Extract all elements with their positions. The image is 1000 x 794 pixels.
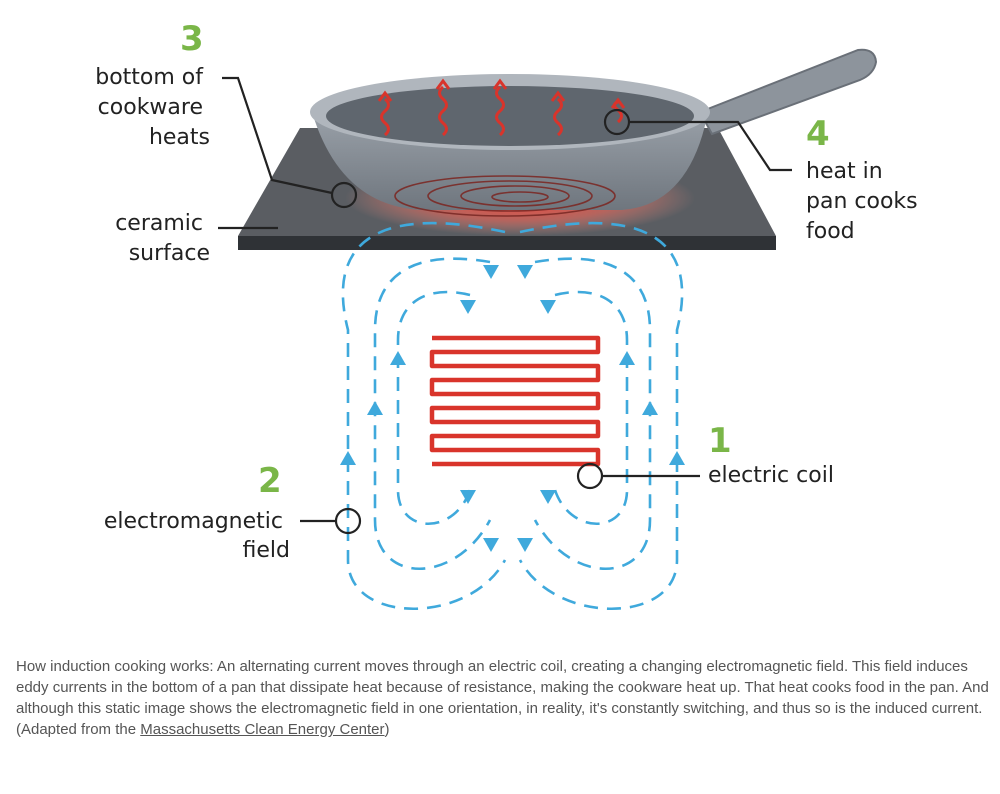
field-arrow-up [669,451,685,465]
field-loop-left-outer [341,221,507,610]
heat-wave-1 [377,90,393,137]
source-link[interactable]: Massachusetts Clean Energy Center [140,721,385,738]
figure-caption: How induction cooking works: An alternat… [16,656,991,740]
field-arrow-down [483,538,499,552]
field-arrow-down [460,490,476,504]
heat-in-pan-label: heat in pan cooks food [806,159,925,244]
heat-wave-3 [492,78,508,137]
electric-coil [429,335,601,467]
heat-wave-4 [550,90,566,137]
heat-wave-2 [435,78,451,137]
step-3-number: 3 [180,19,204,59]
caption-source-prefix: (Adapted from the [16,721,141,738]
bottom-of-cookware-label: bottom of cookware heats [95,65,210,150]
eddy-current-spiral [394,175,616,217]
field-arrow-up [619,351,635,365]
induction-cooking-diagram: 3 bottom of cookware heats ceramic surfa… [95,19,925,610]
caption-source-suffix: ) [384,721,390,738]
field-loop-left-inner [396,290,472,525]
frying-pan [310,48,878,210]
step-1-number: 1 [708,421,732,461]
callout-leaders [218,76,792,535]
heat-wave-arrows [377,78,626,137]
field-arrow-down [540,490,556,504]
field-arrow-down [460,300,476,314]
field-loop-right-outer [518,221,684,610]
field-arrow-up [340,451,356,465]
electromagnetic-field-lines [341,221,684,610]
step-4-number: 4 [806,114,830,154]
field-loop-right-mid [533,257,652,570]
field-arrow-down [517,538,533,552]
field-loop-right-inner [553,290,629,525]
field-loop-left-mid [373,257,492,570]
ceramic-surface-label: ceramic surface [115,211,210,266]
step-2-number: 2 [258,461,282,501]
field-arrow-up [642,401,658,415]
field-arrow-up [367,401,383,415]
electromagnetic-field-label: electromagnetic field [104,509,290,563]
field-arrow-down [540,300,556,314]
caption-text: How induction cooking works: An alternat… [16,658,989,717]
field-direction-arrows [340,265,685,552]
electric-coil-label: electric coil [708,463,834,488]
field-arrow-up [390,351,406,365]
callout-circle-3 [330,181,358,209]
callout-circle-1 [576,462,604,490]
field-arrow-down [517,265,533,279]
field-arrow-down [483,265,499,279]
